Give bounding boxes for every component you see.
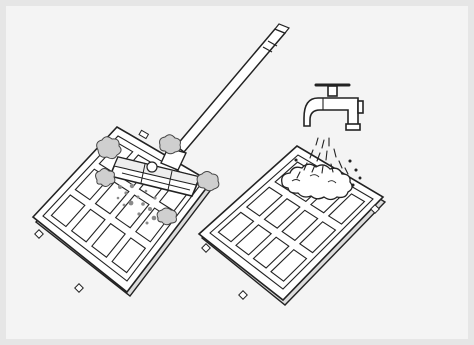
water-faucet-icon bbox=[304, 85, 363, 130]
vacuum-cleaner-icon bbox=[110, 24, 289, 196]
